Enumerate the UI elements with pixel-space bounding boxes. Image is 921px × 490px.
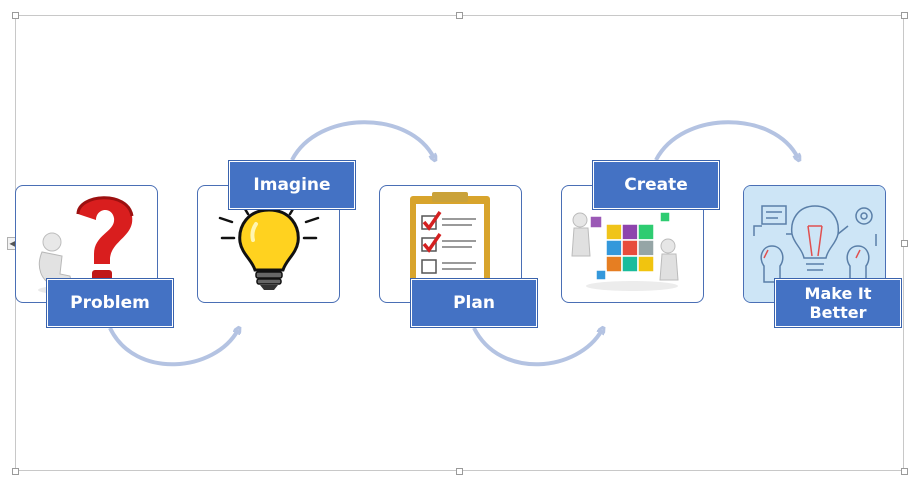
resize-handle-bottom-left[interactable] xyxy=(12,468,19,475)
resize-handle-bottom-center[interactable] xyxy=(456,468,463,475)
step-label-imagine[interactable]: Imagine xyxy=(229,161,355,209)
resize-handle-top-right[interactable] xyxy=(901,12,908,19)
step-label-create[interactable]: Create xyxy=(593,161,719,209)
resize-handle-bottom-right[interactable] xyxy=(901,468,908,475)
step-label-plan[interactable]: Plan xyxy=(411,279,537,327)
arrow-imagine-to-plan xyxy=(290,120,434,160)
step-label-problem[interactable]: Problem xyxy=(47,279,173,327)
resize-handle-top-center[interactable] xyxy=(456,12,463,19)
resize-handle-right-middle[interactable] xyxy=(901,240,908,247)
arrow-problem-to-imagine xyxy=(108,328,238,367)
arrow-create-to-make-it-better xyxy=(654,120,798,160)
lightbulb-icon xyxy=(218,202,320,290)
puzzle-cube-icon xyxy=(571,211,679,291)
arrow-plan-to-create xyxy=(472,328,602,367)
step-label-make-it-better[interactable]: Make It Better xyxy=(775,279,901,327)
resize-handle-top-left[interactable] xyxy=(12,12,19,19)
